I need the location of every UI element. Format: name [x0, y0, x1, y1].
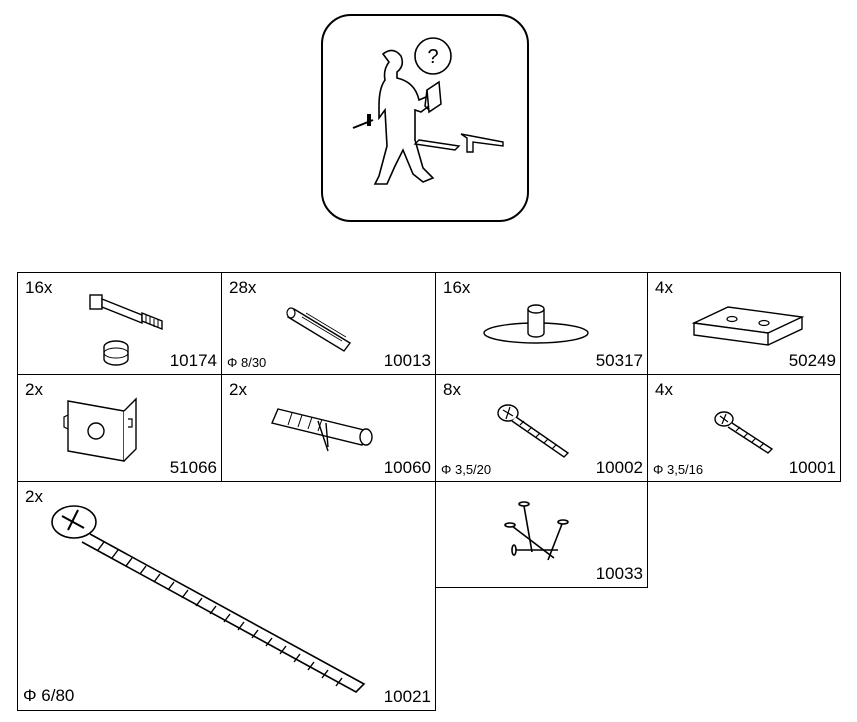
- screw-icon: [497, 404, 570, 458]
- part-quantity: 2x: [229, 380, 247, 399]
- part-dimension: Φ 3,5/16: [653, 462, 704, 477]
- part-quantity: 2x: [25, 380, 43, 399]
- angle-bracket-icon: [63, 397, 137, 462]
- wooden-dowel-icon: [286, 307, 352, 352]
- part-number: 50249: [788, 351, 836, 370]
- part-number: 10013: [383, 351, 431, 370]
- part-quantity: 4x: [655, 278, 673, 297]
- part-quantity: 8x: [443, 380, 461, 399]
- part-quantity: 16x: [25, 278, 53, 297]
- furniture-pad-icon: [483, 304, 589, 344]
- person-with-question-icon: ?: [352, 37, 504, 185]
- screw-icon: [714, 411, 774, 454]
- wall-plug-icon: [271, 408, 373, 452]
- rectangular-plate-icon: [691, 306, 805, 346]
- part-cell-10013: 28x Φ 8/30 10013: [221, 272, 436, 375]
- part-number: 10174: [169, 351, 217, 370]
- part-dimension: Φ 8/30: [227, 355, 267, 370]
- part-number: 10033: [595, 564, 643, 583]
- part-cell-10060: 2x 10060: [221, 374, 436, 482]
- part-quantity: 4x: [655, 380, 673, 399]
- part-quantity: 28x: [229, 278, 257, 297]
- part-number: 10001: [788, 458, 836, 477]
- cam-lock-dowel-icon: [89, 294, 163, 366]
- part-number: 50317: [595, 351, 643, 370]
- part-dimension: Φ 3,5/20: [441, 462, 492, 477]
- part-cell-10033: 10033: [435, 481, 648, 588]
- part-cell-50317: 16x 50317: [435, 272, 648, 375]
- part-cell-10001: 4x Φ 3,5/16 10001: [647, 374, 841, 482]
- part-quantity: 16x: [443, 278, 471, 297]
- question-mark: ?: [427, 46, 438, 68]
- part-cell-10021: 2x Φ 6/80 10021: [17, 481, 436, 711]
- long-screw-icon: [51, 505, 366, 693]
- part-quantity: 2x: [25, 487, 43, 506]
- part-dimension: Φ 6/80: [23, 686, 75, 705]
- part-cell-10174: 16x 10174: [17, 272, 222, 375]
- part-number: 51066: [169, 458, 217, 477]
- part-cell-10002: 8x Φ 3,5/20 10002: [435, 374, 648, 482]
- part-cell-50249: 4x 50249: [647, 272, 841, 375]
- part-number: 10060: [383, 458, 431, 477]
- part-cell-51066: 2x 51066: [17, 374, 222, 482]
- part-number: 10002: [595, 458, 643, 477]
- nails-icon: [504, 501, 569, 561]
- help-illustration-box: ?: [321, 14, 529, 222]
- part-number: 10021: [383, 687, 431, 706]
